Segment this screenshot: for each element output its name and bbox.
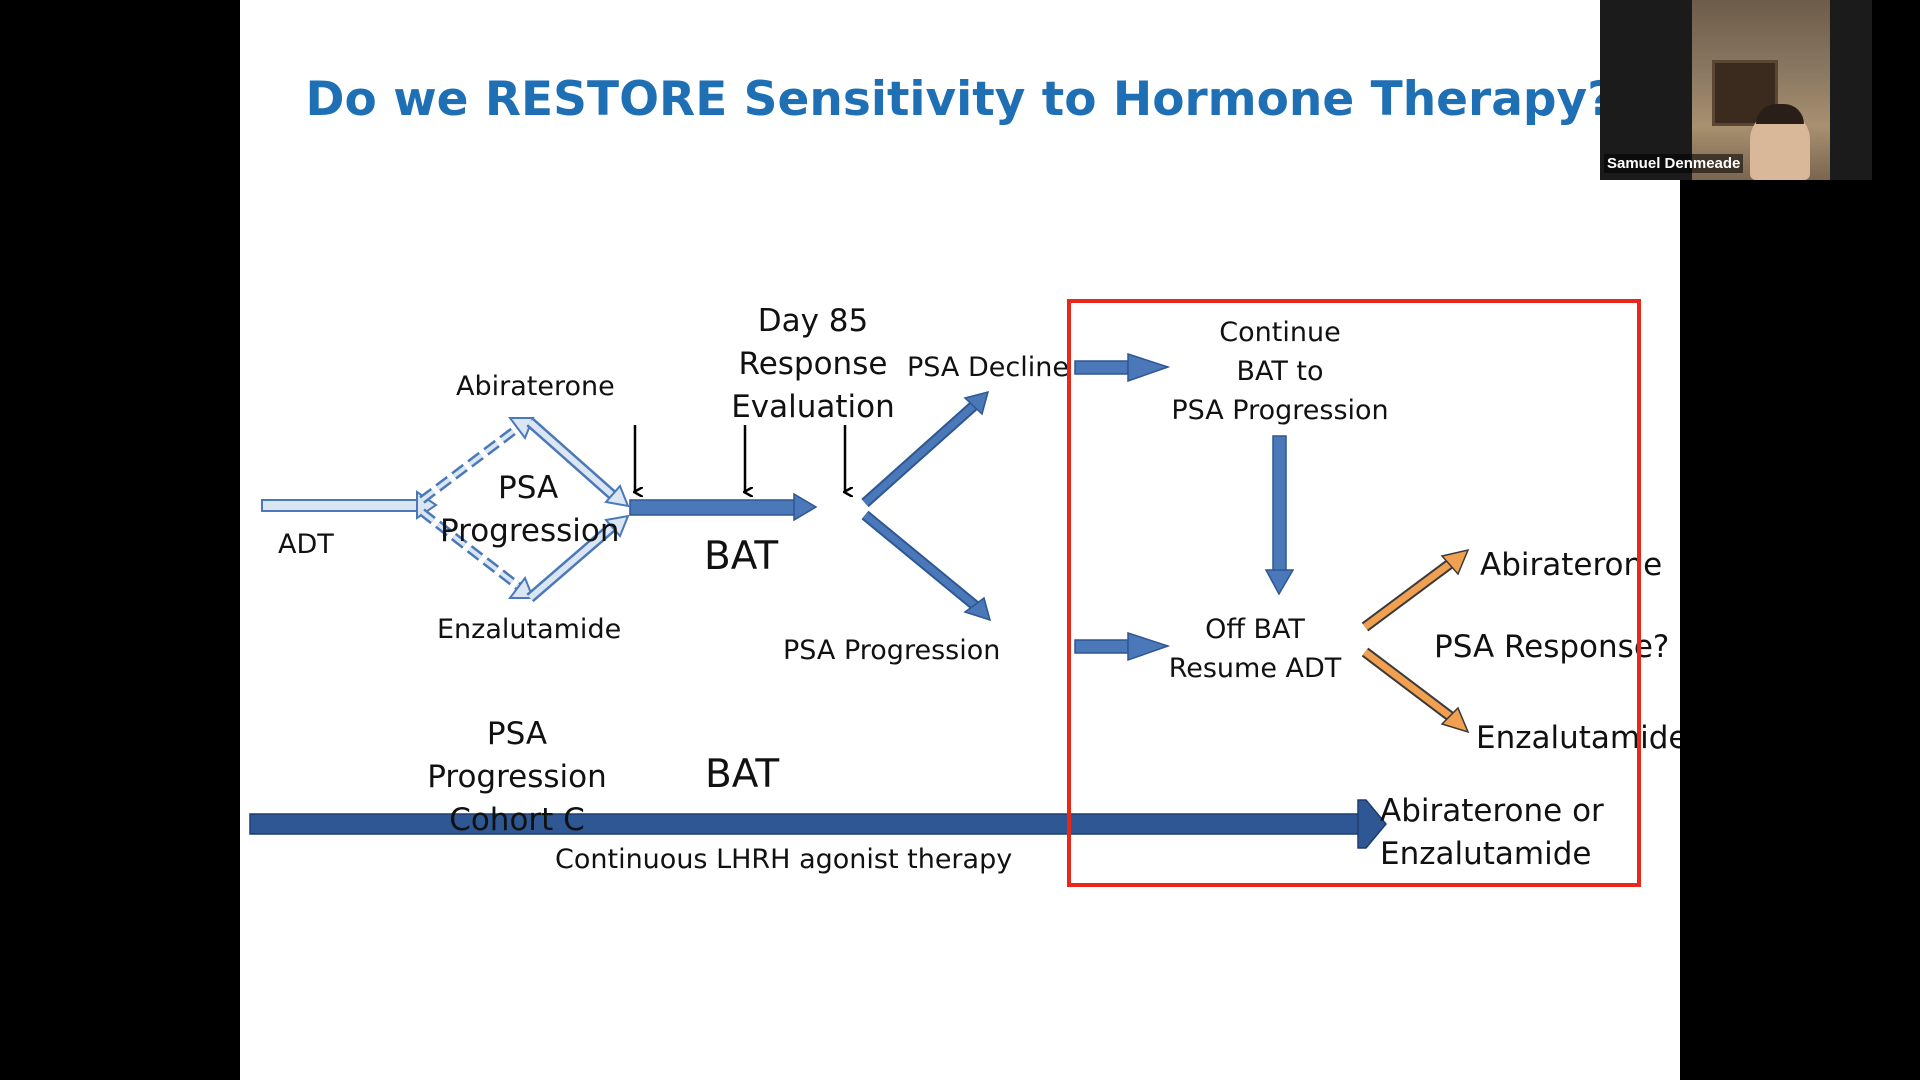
label-psa-decline: PSA Decline xyxy=(907,352,1069,383)
label-final-abiraterone: Abiraterone or xyxy=(1380,793,1604,829)
slide-title: Do we RESTORE Sensitivity to Hormone The… xyxy=(305,72,1615,127)
continuous-therapy-arrow xyxy=(249,799,1387,849)
video-feed xyxy=(1692,0,1830,180)
participant-name-label: Samuel Denmeade xyxy=(1604,154,1744,173)
label-bat-to: BAT to xyxy=(1236,356,1324,387)
into-box-arrows xyxy=(1074,352,1171,662)
orange-arrows xyxy=(1361,548,1470,734)
label-off-bat: Off BAT xyxy=(1205,614,1305,645)
label-cohort-c: Cohort C xyxy=(449,802,585,838)
label-adt: ADT xyxy=(278,529,334,560)
label-progression: Progression xyxy=(440,513,620,549)
branch-arrows xyxy=(861,390,992,622)
down-arrow xyxy=(1264,435,1295,596)
label-abiraterone-top: Abiraterone xyxy=(456,371,615,402)
label-bat-top: BAT xyxy=(704,534,779,579)
label-cohort-psa: PSA xyxy=(486,716,548,752)
flow-diagram xyxy=(249,352,1470,849)
label-psa-response: PSA Response? xyxy=(1434,629,1670,665)
label-enzalutamide-right: Enzalutamide xyxy=(1476,720,1680,756)
bat-arrow xyxy=(629,492,818,522)
participant-hair xyxy=(1756,104,1804,124)
adt-arrow xyxy=(261,490,438,520)
converging-arrows xyxy=(526,417,630,603)
label-continuous-therapy: Continuous LHRH agonist therapy xyxy=(555,844,1013,875)
label-evaluation: Evaluation xyxy=(731,389,895,425)
wall-picture xyxy=(1712,60,1778,126)
highlight-box xyxy=(1067,299,1641,887)
participant-video-tile[interactable]: Samuel Denmeade xyxy=(1600,0,1872,180)
evaluation-markers xyxy=(635,425,845,492)
label-final-enzalutamide: Enzalutamide xyxy=(1380,836,1592,872)
label-resume-adt: Resume ADT xyxy=(1168,653,1342,684)
label-day85: Day 85 xyxy=(757,303,869,339)
label-continue: Continue xyxy=(1219,317,1341,348)
label-psa-progression-branch: PSA Progression xyxy=(783,635,1001,666)
label-psa-progression-box: PSA Progression xyxy=(1171,395,1389,426)
presentation-slide: Do we RESTORE Sensitivity to Hormone The… xyxy=(240,0,1680,1080)
label-abiraterone-right: Abiraterone xyxy=(1480,547,1663,583)
label-response: Response xyxy=(738,346,888,382)
label-cohort-progression: Progression xyxy=(427,759,607,795)
label-enzalutamide-left: Enzalutamide xyxy=(437,614,622,645)
label-bat-bottom: BAT xyxy=(705,752,780,797)
label-psa: PSA xyxy=(498,470,559,506)
